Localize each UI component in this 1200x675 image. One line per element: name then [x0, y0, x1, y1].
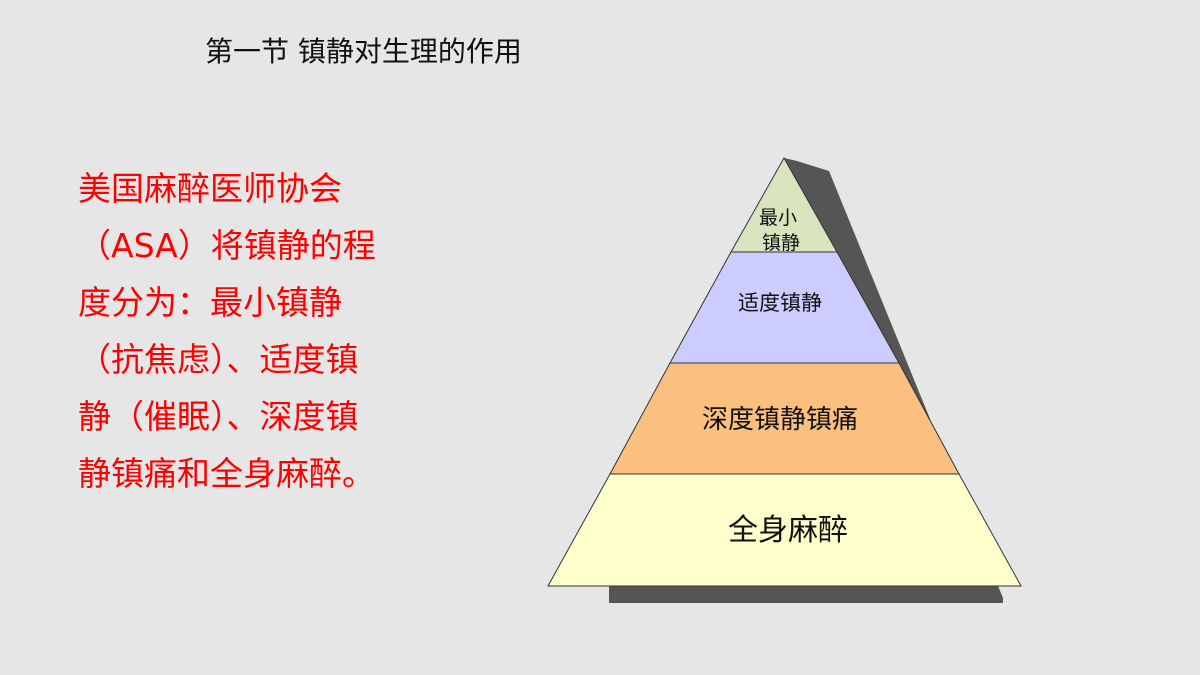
- pyramid-label-moderate: 适度镇静: [738, 291, 822, 315]
- body-line: 美国麻醉医师协会: [78, 169, 342, 208]
- body-line: （ASA）将镇静的程: [78, 226, 376, 265]
- body-line: （抗焦虑）、适度镇: [78, 340, 359, 379]
- pyramid-label-line: 镇静: [762, 232, 800, 254]
- body-line: 度分为：最小镇静: [78, 283, 342, 322]
- body-line: 静镇痛和全身麻醉。: [78, 454, 375, 493]
- body-line: 静（催眠）、深度镇: [78, 397, 359, 436]
- pyramid-level-general: [547, 473, 1022, 587]
- pyramid-label-line: 最小: [759, 207, 797, 229]
- pyramid-label-general: 全身麻醉: [728, 513, 848, 548]
- body-text: 美国麻醉医师协会 （ASA）将镇静的程 度分为：最小镇静 （抗焦虑）、适度镇 静…: [78, 160, 423, 502]
- pyramid-label-minimal: 最小 镇静: [759, 207, 803, 254]
- slide-title: 第一节 镇静对生理的作用: [205, 35, 522, 68]
- pyramid-label-deep: 深度镇静镇痛: [702, 405, 858, 435]
